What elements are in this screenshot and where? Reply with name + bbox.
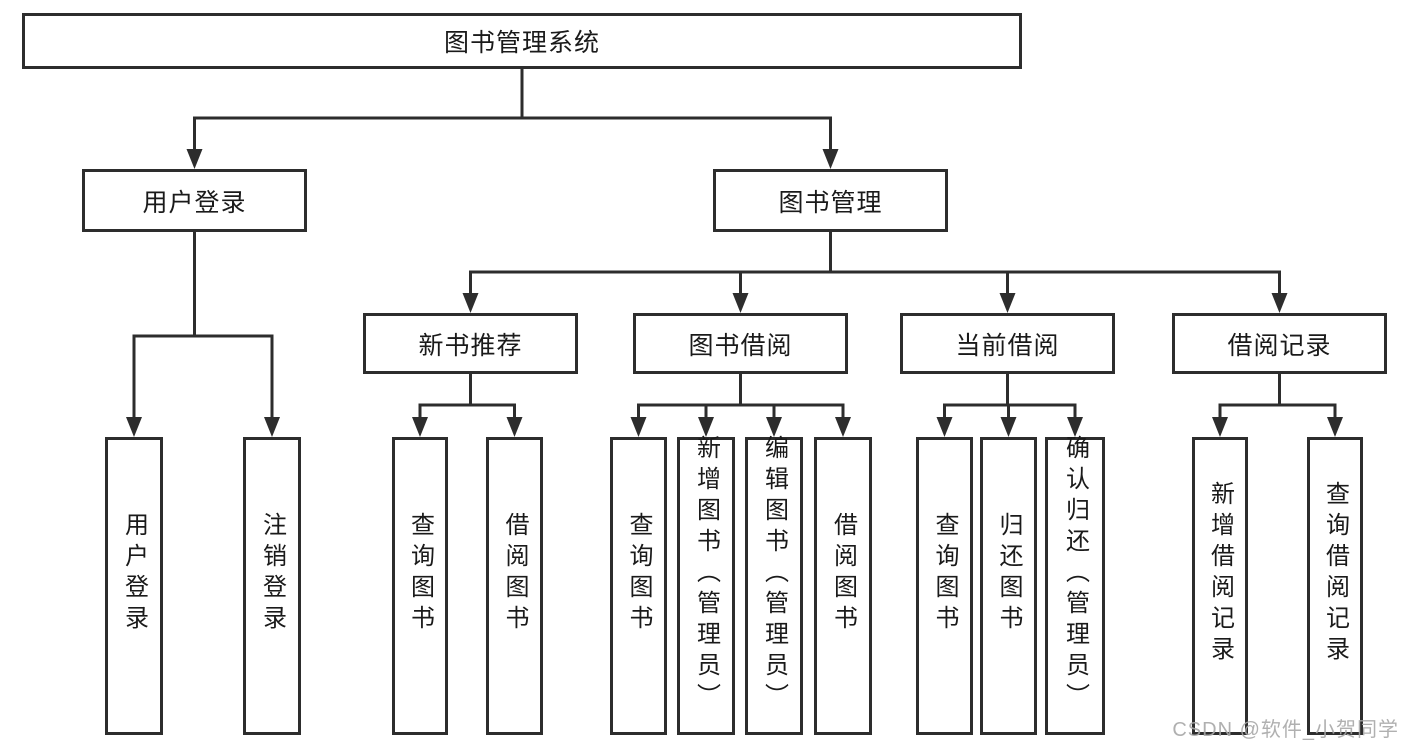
node-label-ul-logout: 注销登录 — [258, 512, 286, 636]
node-cb-confirm-return-admin: 确认归还（管理员） — [1045, 434, 1105, 735]
node-label-bb-borrow-book: 借阅图书 — [829, 512, 857, 636]
node-label-bb-edit-book-admin: 编辑图书（管理员） — [760, 434, 788, 714]
node-cb-return-book: 归还图书 — [980, 437, 1037, 735]
node-nbr-borrow-book: 借阅图书 — [486, 437, 543, 735]
node-label-nbr-query-book: 查询图书 — [406, 512, 434, 636]
node-nbr-query-book: 查询图书 — [392, 437, 448, 735]
node-label-new-book-recommend: 新书推荐 — [418, 331, 523, 360]
node-cb-query-book: 查询图书 — [916, 437, 973, 735]
node-bb-borrow-book: 借阅图书 — [814, 437, 872, 735]
node-label-borrow-record: 借阅记录 — [1227, 331, 1332, 360]
node-br-add-record: 新增借阅记录 — [1192, 437, 1248, 735]
node-label-ul-user-login: 用户登录 — [120, 512, 148, 636]
node-bb-add-book-admin: 新增图书（管理员） — [677, 434, 735, 735]
node-book-management: 图书管理 — [713, 169, 948, 232]
node-ul-user-login: 用户登录 — [105, 437, 163, 735]
connector-lines — [132, 67, 1337, 421]
node-current-borrow: 当前借阅 — [900, 313, 1115, 374]
node-br-query-record: 查询借阅记录 — [1307, 437, 1363, 735]
arrowhead-icons — [126, 149, 1343, 437]
node-ul-logout: 注销登录 — [243, 437, 301, 735]
node-label-bb-query-book: 查询图书 — [625, 512, 652, 636]
node-label-cb-query-book: 查询图书 — [931, 512, 958, 636]
node-label-br-add-record: 新增借阅记录 — [1206, 481, 1234, 667]
csdn-watermark: CSDN @软件_小贺同学 — [1172, 719, 1399, 741]
node-bb-edit-book-admin: 编辑图书（管理员） — [745, 434, 803, 735]
node-borrow-record: 借阅记录 — [1172, 313, 1387, 374]
node-label-book-management: 图书管理 — [778, 188, 883, 217]
node-label-cb-return-book: 归还图书 — [995, 512, 1022, 636]
node-label-user-login: 用户登录 — [142, 188, 247, 217]
node-label-book-borrow: 图书借阅 — [688, 331, 793, 360]
node-user-login: 用户登录 — [82, 169, 307, 232]
node-root: 图书管理系统 — [22, 13, 1022, 69]
node-new-book-recommend: 新书推荐 — [363, 313, 578, 374]
node-label-nbr-borrow-book: 借阅图书 — [501, 512, 528, 636]
node-label-root: 图书管理系统 — [443, 29, 600, 57]
node-label-bb-add-book-admin: 新增图书（管理员） — [692, 434, 720, 714]
node-label-current-borrow: 当前借阅 — [955, 331, 1060, 360]
node-book-borrow: 图书借阅 — [633, 313, 848, 374]
node-label-br-query-record: 查询借阅记录 — [1321, 481, 1349, 667]
node-bb-query-book: 查询图书 — [610, 437, 667, 735]
node-label-cb-confirm-return-admin: 确认归还（管理员） — [1061, 434, 1089, 714]
